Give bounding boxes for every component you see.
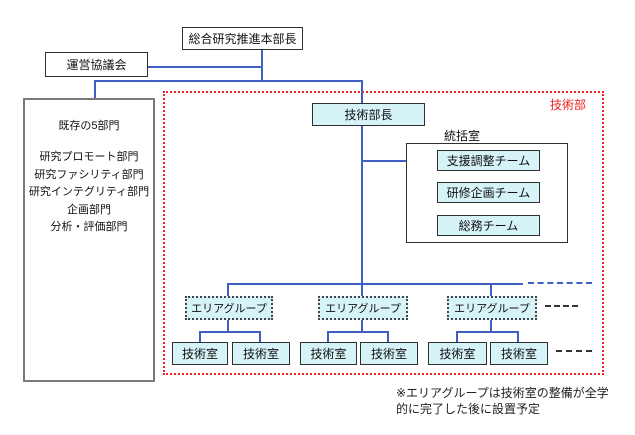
connector-room5-drop <box>456 331 458 342</box>
connector-trunk <box>361 126 363 296</box>
connector-group2-span <box>327 331 389 333</box>
node-team-training-planning: 研修企画チーム <box>437 182 540 203</box>
node-technical-room-5: 技術室 <box>428 342 487 365</box>
node-management-council: 運営協議会 <box>45 52 148 77</box>
connector-group3-drop <box>490 283 492 296</box>
node-area-group-3: エリアグループ <box>447 296 537 320</box>
continuation-dots-groups <box>545 305 578 307</box>
frame-technical-division: 技術部 <box>163 91 604 375</box>
connector-room2-drop <box>259 331 261 342</box>
connector-hq-down <box>261 50 263 81</box>
connector-room1-drop <box>199 331 201 342</box>
node-technical-room-6: 技術室 <box>490 342 548 365</box>
existing-department-item: 研究インテグリティ部門 <box>28 186 150 198</box>
connector-director-drop <box>361 80 363 103</box>
connector-group3-span <box>456 331 518 333</box>
node-technical-director: 技術部長 <box>312 103 425 126</box>
footnote-line-2: 的に完了した後に設置予定 <box>396 401 541 416</box>
supervision-office-title: 統括室 <box>443 129 480 143</box>
existing-department-item: 企画部門 <box>67 203 111 216</box>
connector-office-branch <box>363 160 437 162</box>
existing-department-item: 分析・評価部門 <box>50 221 128 233</box>
node-area-group-2: エリアグループ <box>318 296 408 320</box>
node-technical-room-3: 技術室 <box>300 342 357 365</box>
connector-room3-drop <box>327 331 329 342</box>
node-team-support-coordination: 支援調整チーム <box>437 150 540 171</box>
connector-council <box>148 66 262 68</box>
node-technical-room-1: 技術室 <box>172 342 228 365</box>
node-team-general-affairs: 総務チーム <box>437 215 540 236</box>
footnote-line-1: ※エリアグループは技術室の整備が全学 <box>396 386 609 400</box>
connector-group1-drop <box>227 283 229 296</box>
connector-room4-drop <box>387 331 389 342</box>
continuation-dots-rooms <box>556 350 592 352</box>
connector-top-horizontal <box>94 80 363 82</box>
panel-existing-departments: 既存の5部門 研究プロモート部門 研究ファシリティ部門 研究インテグリティ部門 … <box>23 98 155 382</box>
connector-room6-drop <box>517 331 519 342</box>
existing-department-item: 研究ファシリティ部門 <box>34 168 144 181</box>
node-technical-room-4: 技術室 <box>360 342 418 365</box>
connector-groups-horizontal <box>227 283 523 285</box>
connector-group1-stem <box>227 320 229 333</box>
frame-label-technical-division: 技術部 <box>549 98 586 112</box>
existing-department-item: 研究プロモート部門 <box>39 151 139 163</box>
continuation-dots-blue <box>528 282 592 284</box>
footnote: ※エリアグループは技術室の整備が全学 的に完了した後に設置予定 <box>396 386 631 417</box>
connector-existing-drop <box>94 80 96 98</box>
node-technical-room-2: 技術室 <box>232 342 290 365</box>
connector-group2-stem <box>361 320 363 333</box>
node-headquarters-director: 総合研究推進本部長 <box>182 27 303 50</box>
connector-group1-span <box>199 331 261 333</box>
node-area-group-1: エリアグループ <box>185 296 273 320</box>
connector-group3-stem <box>490 320 492 333</box>
existing-departments-title: 既存の5部門 <box>58 120 120 132</box>
